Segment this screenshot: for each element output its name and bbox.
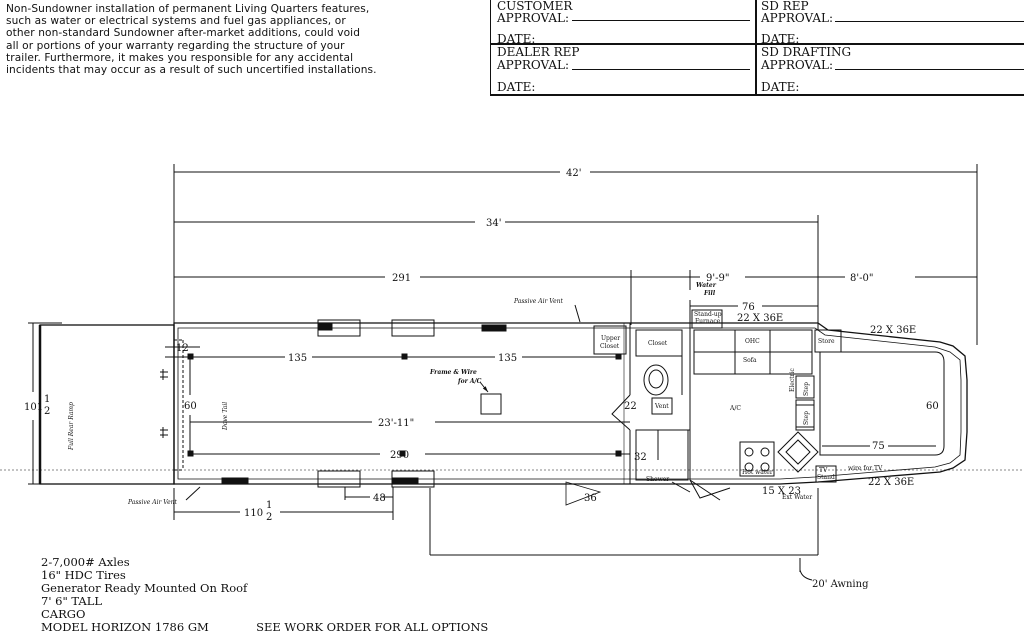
ohc-label: OHC (745, 338, 760, 345)
dimension-lines (28, 164, 978, 520)
dim-width-num: 1 (44, 394, 50, 405)
awning (429, 488, 819, 581)
vent-label: Vent (654, 403, 669, 410)
dim-12: 12 (176, 343, 189, 354)
dim-76: 76 (742, 302, 755, 313)
passive-vent-top-label: Passive Air Vent (513, 298, 563, 305)
dim-length: 23'-11" (378, 418, 414, 429)
dim-width-den: 2 (44, 406, 50, 417)
dim-135b: 135 (498, 353, 517, 364)
window-size-3: 22 X 36E (868, 477, 914, 488)
water-fill-label: Water (696, 282, 717, 289)
sd-rep-label: SD REP (761, 0, 809, 13)
dim-110-num: 1 (266, 500, 272, 511)
sofa-label: Sofa (743, 357, 757, 364)
dim-135a: 135 (288, 353, 307, 364)
window-size-1: 22 X 36E (737, 313, 783, 324)
dim-nose: 8'-0" (850, 273, 873, 284)
warranty-disclaimer: Non-Sundowner installation of permanent … (6, 3, 476, 76)
approval-block: CUSTOMER APPROVAL: DATE: DEALER REP APPR… (490, 0, 1024, 96)
upper-closet-label-2: Closet (600, 343, 620, 350)
for-ac-label: for A/C (457, 378, 482, 385)
dim-lq: 9'-9" (706, 273, 729, 284)
spec-notes: 2-7,000# Axles 16" HDC Tires Generator R… (41, 556, 488, 634)
standup-furnace-label: Stand-up (694, 311, 722, 318)
height-note: 7' 6" TALL (41, 594, 103, 608)
window-size-4: 15 X 23 (762, 486, 801, 497)
closet-label: Closet (648, 340, 668, 347)
disclaimer-line: incidents that may occur as a result of … (6, 64, 377, 77)
standup-furnace-label-2: Furnace (695, 318, 721, 325)
disclaimer-line: other non-standard Sundowner after-marke… (6, 27, 361, 40)
water-fill-label-2: Fill (703, 290, 716, 297)
dealer-label: DEALER REP (497, 45, 580, 59)
shower-label: Shower (646, 476, 669, 483)
dim-22: 22 (624, 401, 637, 412)
dim-48: 48 (373, 493, 386, 504)
disclaimer-line: Non-Sundowner installation of permanent … (6, 3, 370, 15)
frame-wire-label: Frame & Wire (429, 369, 477, 376)
customer-date-label: DATE: (497, 32, 536, 46)
sd-drafting-date-label: DATE: (761, 80, 800, 94)
upper-closet-label: Upper (601, 335, 620, 342)
dealer-approval-label: APPROVAL: (497, 58, 570, 72)
axles-note: 2-7,000# Axles (41, 555, 130, 569)
dove-tail-label: Dove Tail (222, 402, 229, 431)
step-label-1: Step (803, 382, 810, 396)
cargo-note: CARGO (41, 607, 86, 621)
full-rear-ramp-label: Full Rear Ramp (68, 402, 75, 451)
dim-cargo: 34' (486, 218, 501, 229)
store-label: Store (818, 338, 835, 345)
sd-drafting-approval-label: APPROVAL: (761, 58, 834, 72)
sd-rep-approval-label: APPROVAL: (761, 11, 834, 25)
hot-water-label: Hot water (742, 469, 773, 476)
dealer-date-label: DATE: (497, 80, 536, 94)
dim-291: 291 (392, 273, 411, 284)
dim-110: 110 (244, 508, 263, 519)
generator-note: Generator Ready Mounted On Roof (41, 581, 248, 595)
dim-75: 75 (872, 441, 885, 452)
dim-32: 32 (634, 452, 647, 463)
living-quarters (565, 309, 945, 506)
window-size-2: 22 X 36E (870, 325, 916, 336)
dim-60b: 60 (926, 401, 939, 412)
dim-290: 290 (390, 450, 409, 461)
passive-vent-bottom-label: Passive Air Vent (127, 499, 177, 506)
customer-label: CUSTOMER (497, 0, 573, 13)
wire-tv-label: wire for TV (848, 465, 883, 472)
dim-overall: 42' (566, 168, 581, 179)
disclaimer-line: such as water or electrical systems and … (6, 15, 346, 28)
tv-stand-label: TV (819, 467, 828, 474)
dim-110-den: 2 (266, 512, 272, 523)
electric-label: Electric (789, 368, 796, 392)
dim-60a: 60 (184, 401, 197, 412)
customer-approval-label: APPROVAL: (497, 11, 570, 25)
ac-label: A/C (729, 405, 741, 412)
disclaimer-line: all or portions of your warranty regardi… (6, 39, 345, 52)
trailer-outline (38, 304, 968, 501)
model-note: MODEL HORIZON 1786 GM (41, 620, 209, 634)
disclaimer-line: trailer. Furthermore, it makes you respo… (6, 51, 354, 64)
ext-water-label: Ext Water (782, 494, 812, 501)
sd-rep-date-label: DATE: (761, 32, 800, 46)
step-label-2: Step (803, 411, 810, 425)
awning-label: 20' Awning (812, 579, 869, 590)
sd-drafting-label: SD DRAFTING (761, 45, 852, 59)
dim-width: 101 (24, 402, 43, 413)
work-order-note: SEE WORK ORDER FOR ALL OPTIONS (256, 620, 489, 634)
dim-36: 36 (584, 493, 597, 504)
tv-stand-label-2: Stand (817, 474, 835, 481)
model-row: MODEL HORIZON 1786 GM SEE WORK ORDER FOR… (41, 621, 488, 634)
tires-note: 16" HDC Tires (41, 568, 126, 582)
